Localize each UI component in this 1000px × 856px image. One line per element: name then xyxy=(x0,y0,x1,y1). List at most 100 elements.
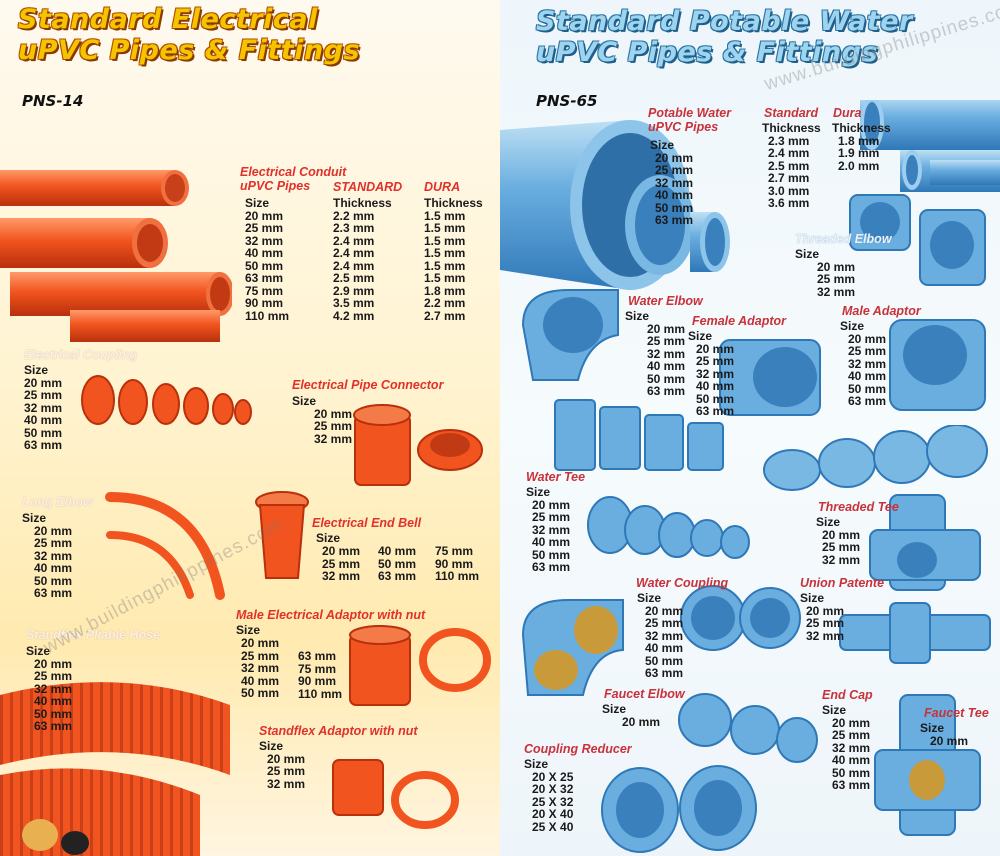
female-adaptor-size-list-item: 50 mm xyxy=(696,391,735,406)
connector-size-list-item: 32 mm xyxy=(314,431,353,446)
conduit-standard-list-item: 2.3 mm xyxy=(333,221,375,235)
faucet-tee-size-column: Size 20 mm xyxy=(920,722,968,747)
end-cap-size-list-item: 50 mm xyxy=(832,765,871,780)
conduit-size-list-item: 63 mm xyxy=(245,271,284,285)
threaded-elbow-size-list-item: 32 mm xyxy=(817,284,856,299)
hose-size-list-item: 25 mm xyxy=(34,669,73,683)
male-adaptor-col2-item: 75 mm xyxy=(298,661,337,676)
union-patente-image xyxy=(839,602,991,664)
end-bell-image xyxy=(255,491,309,579)
water-elbow-image xyxy=(521,289,619,381)
long-elbow-size-list-item: 20 mm xyxy=(34,523,73,538)
union-patente-size-list-item: 32 mm xyxy=(806,628,845,643)
male-adaptor-col1-item: 25 mm xyxy=(241,648,280,663)
end-bell-col1-item: 20 mm xyxy=(322,544,361,558)
potable-title: Standard Potable Water uPVC Pipes & Fitt… xyxy=(536,6,913,68)
conduit-dura-list-item: 1.5 mm xyxy=(424,233,466,248)
standflex-adaptor-size-list-item: 20 mm xyxy=(267,751,306,766)
standflex-adaptor-size-list-item: 32 mm xyxy=(267,776,306,791)
male-adaptor-blue-size-list-item: 32 mm xyxy=(848,356,887,371)
male-adaptor-blue-size-list-item: 40 mm xyxy=(848,369,887,383)
conduit-standard-list-item: 2.2 mm xyxy=(333,208,375,223)
water-coupling-size-list-item: 40 mm xyxy=(645,641,684,655)
female-adaptor-size-list-item: 63 mm xyxy=(696,404,735,418)
male-adaptor-blue-image xyxy=(889,319,986,411)
conduit-size-list-item: 90 mm xyxy=(245,296,284,310)
electrical-standard-code: PNS-14 xyxy=(22,92,84,110)
conduit-heading: Electrical Conduit uPVC Pipes xyxy=(240,165,346,193)
potable-standard-list-item: 3.6 mm xyxy=(768,196,810,210)
female-adaptor-size-list-item: 25 mm xyxy=(696,354,735,368)
potable-size-list-item: 32 mm xyxy=(655,175,694,190)
male-adaptor-col2-item: 90 mm xyxy=(298,674,337,688)
faucet-tee-size-list-item: 20 mm xyxy=(930,733,969,748)
end-bell-col2-item: 50 mm xyxy=(378,556,417,571)
connector-heading: Electrical Pipe Connector xyxy=(292,378,444,392)
connector-size-list-item: 25 mm xyxy=(314,419,353,433)
connector-size-label: Size xyxy=(292,394,317,408)
faucet-elbow-size-list-item: 20 mm xyxy=(622,714,661,729)
female-adaptor-size-list-item: 20 mm xyxy=(696,341,735,356)
threaded-tee-size-label: Size xyxy=(816,515,841,529)
long-elbow-size-list-item: 40 mm xyxy=(34,561,73,575)
potable-size-list-item: 20 mm xyxy=(655,150,694,165)
potable-standard-list-item: 3.0 mm xyxy=(768,183,810,198)
end-cap-image xyxy=(678,693,818,763)
threaded-elbow-size-label: Size xyxy=(795,247,820,261)
coupling-size-list-item: 20 mm xyxy=(24,375,63,390)
water-coupling-size-list-item: 32 mm xyxy=(645,628,684,643)
faucet-tee-size-label: Size xyxy=(920,721,945,735)
potable-heading-line2: uPVC Pipes xyxy=(648,120,719,134)
union-patente-size-list-item: 20 mm xyxy=(806,603,845,618)
female-adaptor-size-list-item: 40 mm xyxy=(696,379,735,393)
coupling-reducer-size-list-item: 20 X 25 xyxy=(532,769,574,784)
potable-standard-list-item: 2.3 mm xyxy=(768,133,810,148)
conduit-standard-list-item: 2.4 mm xyxy=(333,258,375,273)
male-adaptor-col2-item: 63 mm xyxy=(298,649,337,663)
electrical-coupling-image xyxy=(81,375,252,425)
potable-title-line2: uPVC Pipes & Fittings xyxy=(536,37,879,68)
conduit-size-list-item: 75 mm xyxy=(245,283,284,298)
male-adaptor-blue-size-list-item: 25 mm xyxy=(848,344,887,358)
hose-size-list-item: 50 mm xyxy=(34,706,73,721)
female-adaptor-size-list-item: 32 mm xyxy=(696,366,735,381)
water-elbow-size-list-item: 40 mm xyxy=(647,359,686,373)
threaded-tee-size-list-item: 20 mm xyxy=(822,527,861,542)
coupling-size-list-item: 50 mm xyxy=(24,425,63,440)
threaded-elbow-size-list-item: 20 mm xyxy=(817,259,856,274)
conduit-dura-list-item: 1.5 mm xyxy=(424,258,466,273)
hose-size-label: Size xyxy=(26,644,51,658)
coupling-reducer-size-list-item: 20 X 32 xyxy=(532,782,574,796)
end-bell-col3-item: 90 mm xyxy=(435,556,474,571)
conduit-dura-thickness-label: Thickness xyxy=(424,196,483,210)
conduit-size-list-item: 50 mm xyxy=(245,258,284,273)
potable-heading-line1: Potable Water xyxy=(648,106,732,120)
water-tee-heading: Water Tee xyxy=(526,470,586,484)
potable-title-line1: Standard Potable Water xyxy=(536,6,913,37)
coupling-size-list-item: 63 mm xyxy=(24,438,63,452)
long-elbow-size-list-item: 25 mm xyxy=(34,536,73,550)
threaded-tee-size-list-item: 25 mm xyxy=(822,540,861,554)
end-cap-size-list-item: 25 mm xyxy=(832,728,871,742)
coupling-size-list-item: 32 mm xyxy=(24,400,63,415)
faucet-tee-size-list: 20 mm xyxy=(920,733,969,748)
male-adaptor-col1-item: 50 mm xyxy=(241,686,280,700)
standflex-adaptor-size-label: Size xyxy=(259,739,284,753)
male-adaptor-size-label-wrap: Size xyxy=(236,624,260,637)
threaded-fittings-row-image xyxy=(763,425,988,491)
water-tee-image xyxy=(587,496,750,559)
water-coupling-size-list-item: 50 mm xyxy=(645,653,684,668)
conduit-standard-thickness-label: Thickness xyxy=(333,196,392,210)
